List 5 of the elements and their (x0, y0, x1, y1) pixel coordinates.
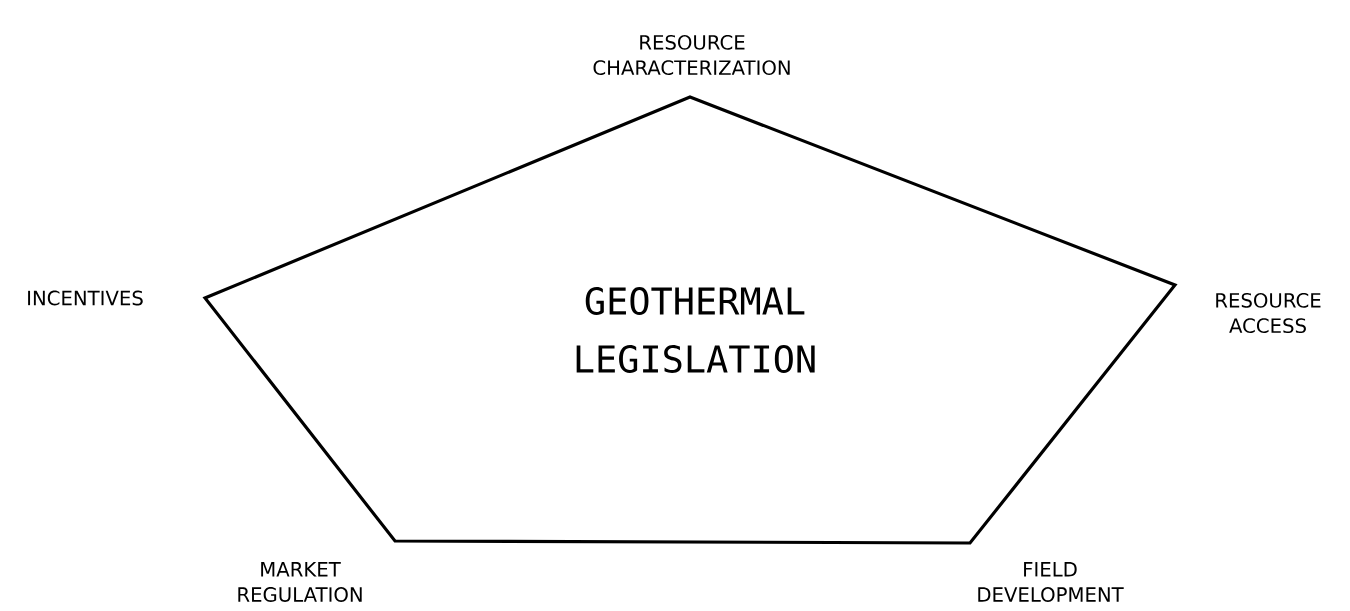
vertex-label: RESOURCE ACCESS (1216, 292, 1321, 334)
vertex-label: RESOURCE CHARACTERIZATION (593, 34, 790, 76)
vertex-label: FIELD DEVELOPMENT (978, 562, 1124, 602)
vertex-label: INCENTIVES (28, 290, 143, 306)
vertex-label: MARKET REGULATION (238, 562, 362, 602)
